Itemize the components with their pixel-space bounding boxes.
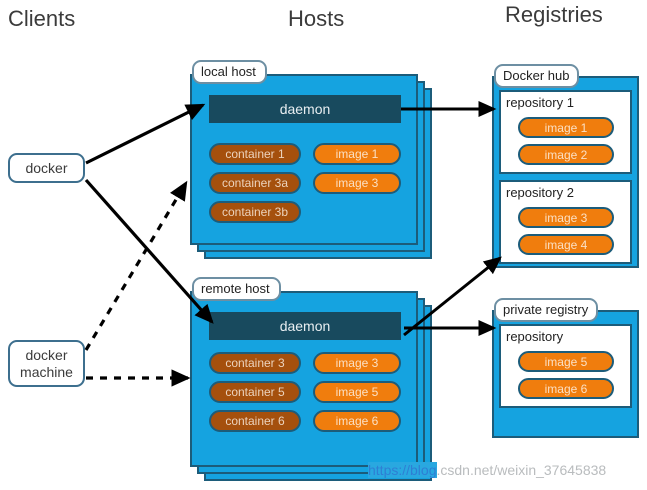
image-pill[interactable]: image 6 xyxy=(313,410,401,432)
client-docker-machine[interactable]: docker machine xyxy=(8,340,85,387)
image-pill[interactable]: image 3 xyxy=(313,172,401,194)
container-pill[interactable]: container 1 xyxy=(209,143,301,165)
image-pill[interactable]: image 2 xyxy=(518,144,614,165)
image-pill[interactable]: image 1 xyxy=(518,117,614,138)
host-local-host: daemon container 1 container 3a containe… xyxy=(190,60,440,259)
container-pill[interactable]: container 3a xyxy=(209,172,301,194)
image-pill[interactable]: image 5 xyxy=(518,351,614,372)
arrow-docker-machine-to-local-host xyxy=(84,180,188,351)
registry-label-private: private registry xyxy=(494,298,599,322)
image-pill[interactable]: image 3 xyxy=(518,207,614,228)
arrow-docker-to-local-daemon xyxy=(85,103,206,165)
container-pill[interactable]: container 6 xyxy=(209,410,301,432)
repository-title: repository xyxy=(506,329,564,344)
registry-private-registry: repository image 5 image 6 private regis… xyxy=(492,298,639,438)
registry-docker-hub: repository 1 image 1 image 2 repository … xyxy=(492,64,639,268)
container-pill[interactable]: container 3 xyxy=(209,352,301,374)
column-header-registries: Registries xyxy=(505,2,603,27)
client-docker[interactable]: docker xyxy=(8,153,85,183)
watermark: https://blog.csdn.net/weixin_37645838 xyxy=(368,462,606,478)
repository-title: repository 1 xyxy=(506,95,574,110)
repository-title: repository 2 xyxy=(506,185,574,200)
daemon-bar-local[interactable]: daemon xyxy=(209,95,401,123)
image-pill[interactable]: image 3 xyxy=(313,352,401,374)
image-pill[interactable]: image 6 xyxy=(518,378,614,399)
container-pill[interactable]: container 5 xyxy=(209,381,301,403)
watermark-rest: .csdn.net/weixin_37645838 xyxy=(436,462,607,478)
container-pill[interactable]: container 3b xyxy=(209,201,301,223)
image-pill[interactable]: image 1 xyxy=(313,143,401,165)
column-header-hosts: Hosts xyxy=(288,6,345,31)
image-pill[interactable]: image 5 xyxy=(313,381,401,403)
watermark-highlight: https://blog xyxy=(368,462,437,478)
daemon-bar-remote[interactable]: daemon xyxy=(209,312,401,340)
image-pill[interactable]: image 4 xyxy=(518,234,614,255)
host-label-local: local host xyxy=(192,60,267,84)
host-label-remote: remote host xyxy=(192,277,281,301)
column-header-clients: Clients xyxy=(8,6,76,31)
registry-label-docker-hub: Docker hub xyxy=(494,64,580,88)
host-remote-host: daemon container 3 container 5 container… xyxy=(190,277,440,481)
